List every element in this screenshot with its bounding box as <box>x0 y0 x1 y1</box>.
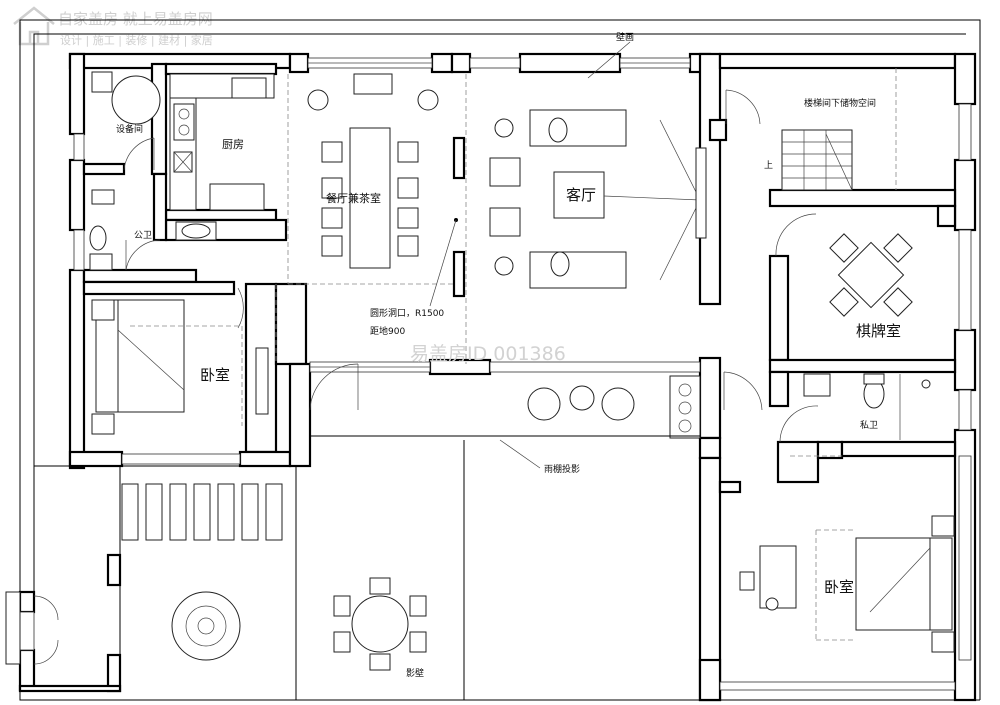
bedroom-left: 卧室 <box>91 299 269 435</box>
note-screen-wall: 影壁 <box>406 667 424 679</box>
sofa-bottom <box>529 251 627 289</box>
brand-name: 自家盖房 就上易盖房网 <box>58 10 213 28</box>
brand-tagline: 设计 | 施工 | 装修 | 建材 | 家居 <box>60 33 213 47</box>
right-wing-walls <box>698 52 977 702</box>
washbasin-icon <box>181 223 211 239</box>
room-label-equipment: 设备间 <box>116 123 143 135</box>
bedroom-right: 卧室 <box>739 515 955 653</box>
paving-stones <box>121 483 283 541</box>
tv-cabinet <box>695 147 707 239</box>
equipment-room: 设备间 <box>91 71 161 135</box>
private-wc: 私卫 <box>790 373 931 457</box>
water-heater-tank <box>111 75 161 125</box>
tree-icon <box>171 591 241 661</box>
note-canopy-projection: 雨棚投影 <box>544 463 580 475</box>
room-label-bedroom-right: 卧室 <box>824 578 854 596</box>
windows <box>19 57 972 691</box>
staircase <box>781 129 853 191</box>
room-label-bedroom-left: 卧室 <box>200 366 230 384</box>
note-stair-up: 上 <box>764 160 773 171</box>
doors <box>5 89 819 665</box>
central-walls <box>428 52 722 460</box>
gas-stove-icon <box>173 103 195 141</box>
desk-right <box>759 545 797 609</box>
washbasin-private-icon <box>803 373 831 397</box>
outer-boundary <box>19 19 981 701</box>
dining-table <box>349 127 391 269</box>
living-room: 客厅 壁画 <box>429 31 707 307</box>
dining-tea-room: 餐厅兼茶室 <box>275 73 467 364</box>
courtyard: 影壁 <box>34 440 465 700</box>
room-label-public-wc: 公卫 <box>134 230 152 241</box>
kitchen: 厨房 <box>169 73 275 211</box>
toilet-icon <box>89 225 107 251</box>
brand-logo: 自家盖房 就上易盖房网 设计 | 施工 | 装修 | 建材 | 家居 <box>13 6 213 47</box>
coffee-table <box>553 171 605 219</box>
round-dining-table <box>351 595 409 653</box>
left-wing-walls <box>18 52 712 693</box>
note-wall-painting: 壁画 <box>616 31 634 43</box>
room-label-private-wc: 私卫 <box>860 420 878 431</box>
room-label-living: 客厅 <box>566 186 596 204</box>
dining-chairs <box>321 141 419 257</box>
kitchen-sink-icon <box>231 77 267 99</box>
note-floor-height: 距地900 <box>370 325 405 337</box>
tea-table <box>569 385 595 411</box>
stair-storage: 上 楼梯间下储物空间 <box>764 68 897 191</box>
corridor-lounge: 雨棚投影 <box>310 375 701 475</box>
room-label-dining: 餐厅兼茶室 <box>326 191 381 205</box>
watermark: 易盖房ID 001386 <box>410 343 566 365</box>
round-opening-note: 圆形洞口，R1500 距地900 <box>370 307 444 337</box>
room-label-storage: 楼梯间下储物空间 <box>804 97 876 109</box>
mahjong-table <box>837 241 905 309</box>
sofa-top <box>529 109 627 147</box>
room-label-kitchen: 厨房 <box>222 138 244 151</box>
note-round-opening: 圆形洞口，R1500 <box>370 307 444 319</box>
plant-shelf <box>669 375 701 439</box>
mahjong-room: 棋牌室 <box>829 233 913 340</box>
wardrobe-left <box>255 347 269 415</box>
public-wc: 公卫 <box>89 189 217 271</box>
room-label-mahjong: 棋牌室 <box>856 322 901 340</box>
